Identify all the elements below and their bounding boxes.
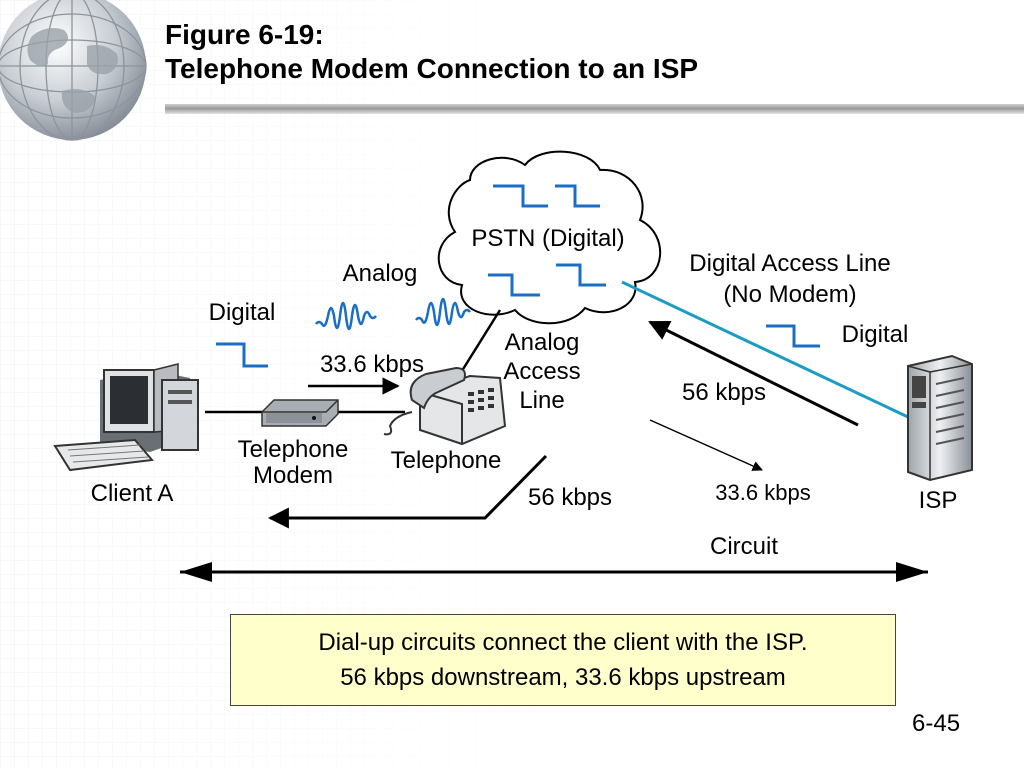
downstream-rate-isp-label: 56 kbps bbox=[682, 379, 766, 406]
circuit-arrow-left-head bbox=[180, 562, 212, 582]
title-line-2: Telephone Modem Connection to an ISP bbox=[165, 53, 699, 84]
downstream-arrow-isp bbox=[648, 320, 859, 427]
pstn-cloud bbox=[437, 150, 662, 325]
note-line-1: Dial-up circuits connect the client with… bbox=[318, 629, 808, 656]
telephone-modem-icon bbox=[261, 399, 339, 427]
digital-right-signal-icon bbox=[766, 324, 820, 348]
title-line-1: Figure 6-19: bbox=[165, 19, 324, 50]
telephone-modem-label-2: Modem bbox=[253, 462, 333, 489]
note-line-2: 56 kbps downstream, 33.6 kbps upstream bbox=[340, 664, 786, 691]
title-divider bbox=[165, 104, 1024, 114]
client-computer-icon bbox=[53, 363, 199, 472]
globe-logo-icon bbox=[0, 0, 147, 141]
isp-label: ISP bbox=[919, 487, 958, 514]
summary-note-box: Dial-up circuits connect the client with… bbox=[230, 614, 896, 706]
upstream-arrow-isp bbox=[649, 419, 763, 471]
analog-label: Analog bbox=[343, 260, 418, 287]
digital-access-line-label-1: Digital Access Line bbox=[689, 250, 890, 277]
pstn-label: PSTN (Digital) bbox=[471, 225, 624, 252]
circuit-arrow-right-head bbox=[896, 562, 928, 582]
telephone-icon bbox=[383, 366, 507, 446]
slide-title: Figure 6-19: Telephone Modem Connection … bbox=[165, 18, 698, 86]
page-number: 6-45 bbox=[912, 710, 961, 737]
downstream-arrow-client bbox=[267, 454, 548, 529]
analog-access-line-label-2: Access bbox=[503, 358, 580, 385]
digital-left-label: Digital bbox=[209, 299, 276, 326]
analog-access-line bbox=[458, 309, 502, 375]
telephone-modem-label-1: Telephone bbox=[238, 436, 349, 463]
digital-right-label: Digital bbox=[842, 321, 909, 348]
client-a-label: Client A bbox=[91, 480, 174, 507]
analog-access-line-label-1: Analog bbox=[505, 329, 580, 356]
digital-access-line-label-2: (No Modem) bbox=[723, 281, 856, 308]
isp-server-icon bbox=[907, 354, 973, 482]
digital-access-line bbox=[621, 280, 909, 419]
analog-access-line-label-3: Line bbox=[519, 387, 564, 414]
pstn-digital-signal-icons bbox=[488, 184, 606, 297]
downstream-rate-client-label: 56 kbps bbox=[528, 484, 612, 511]
upstream-rate-isp-label: 33.6 kbps bbox=[715, 480, 810, 505]
telephone-label: Telephone bbox=[391, 447, 502, 474]
digital-left-signal-icon bbox=[216, 342, 268, 368]
upstream-rate-top-label: 33.6 kbps bbox=[320, 351, 424, 378]
circuit-label: Circuit bbox=[710, 533, 778, 560]
analog-wave-icons bbox=[315, 297, 471, 331]
